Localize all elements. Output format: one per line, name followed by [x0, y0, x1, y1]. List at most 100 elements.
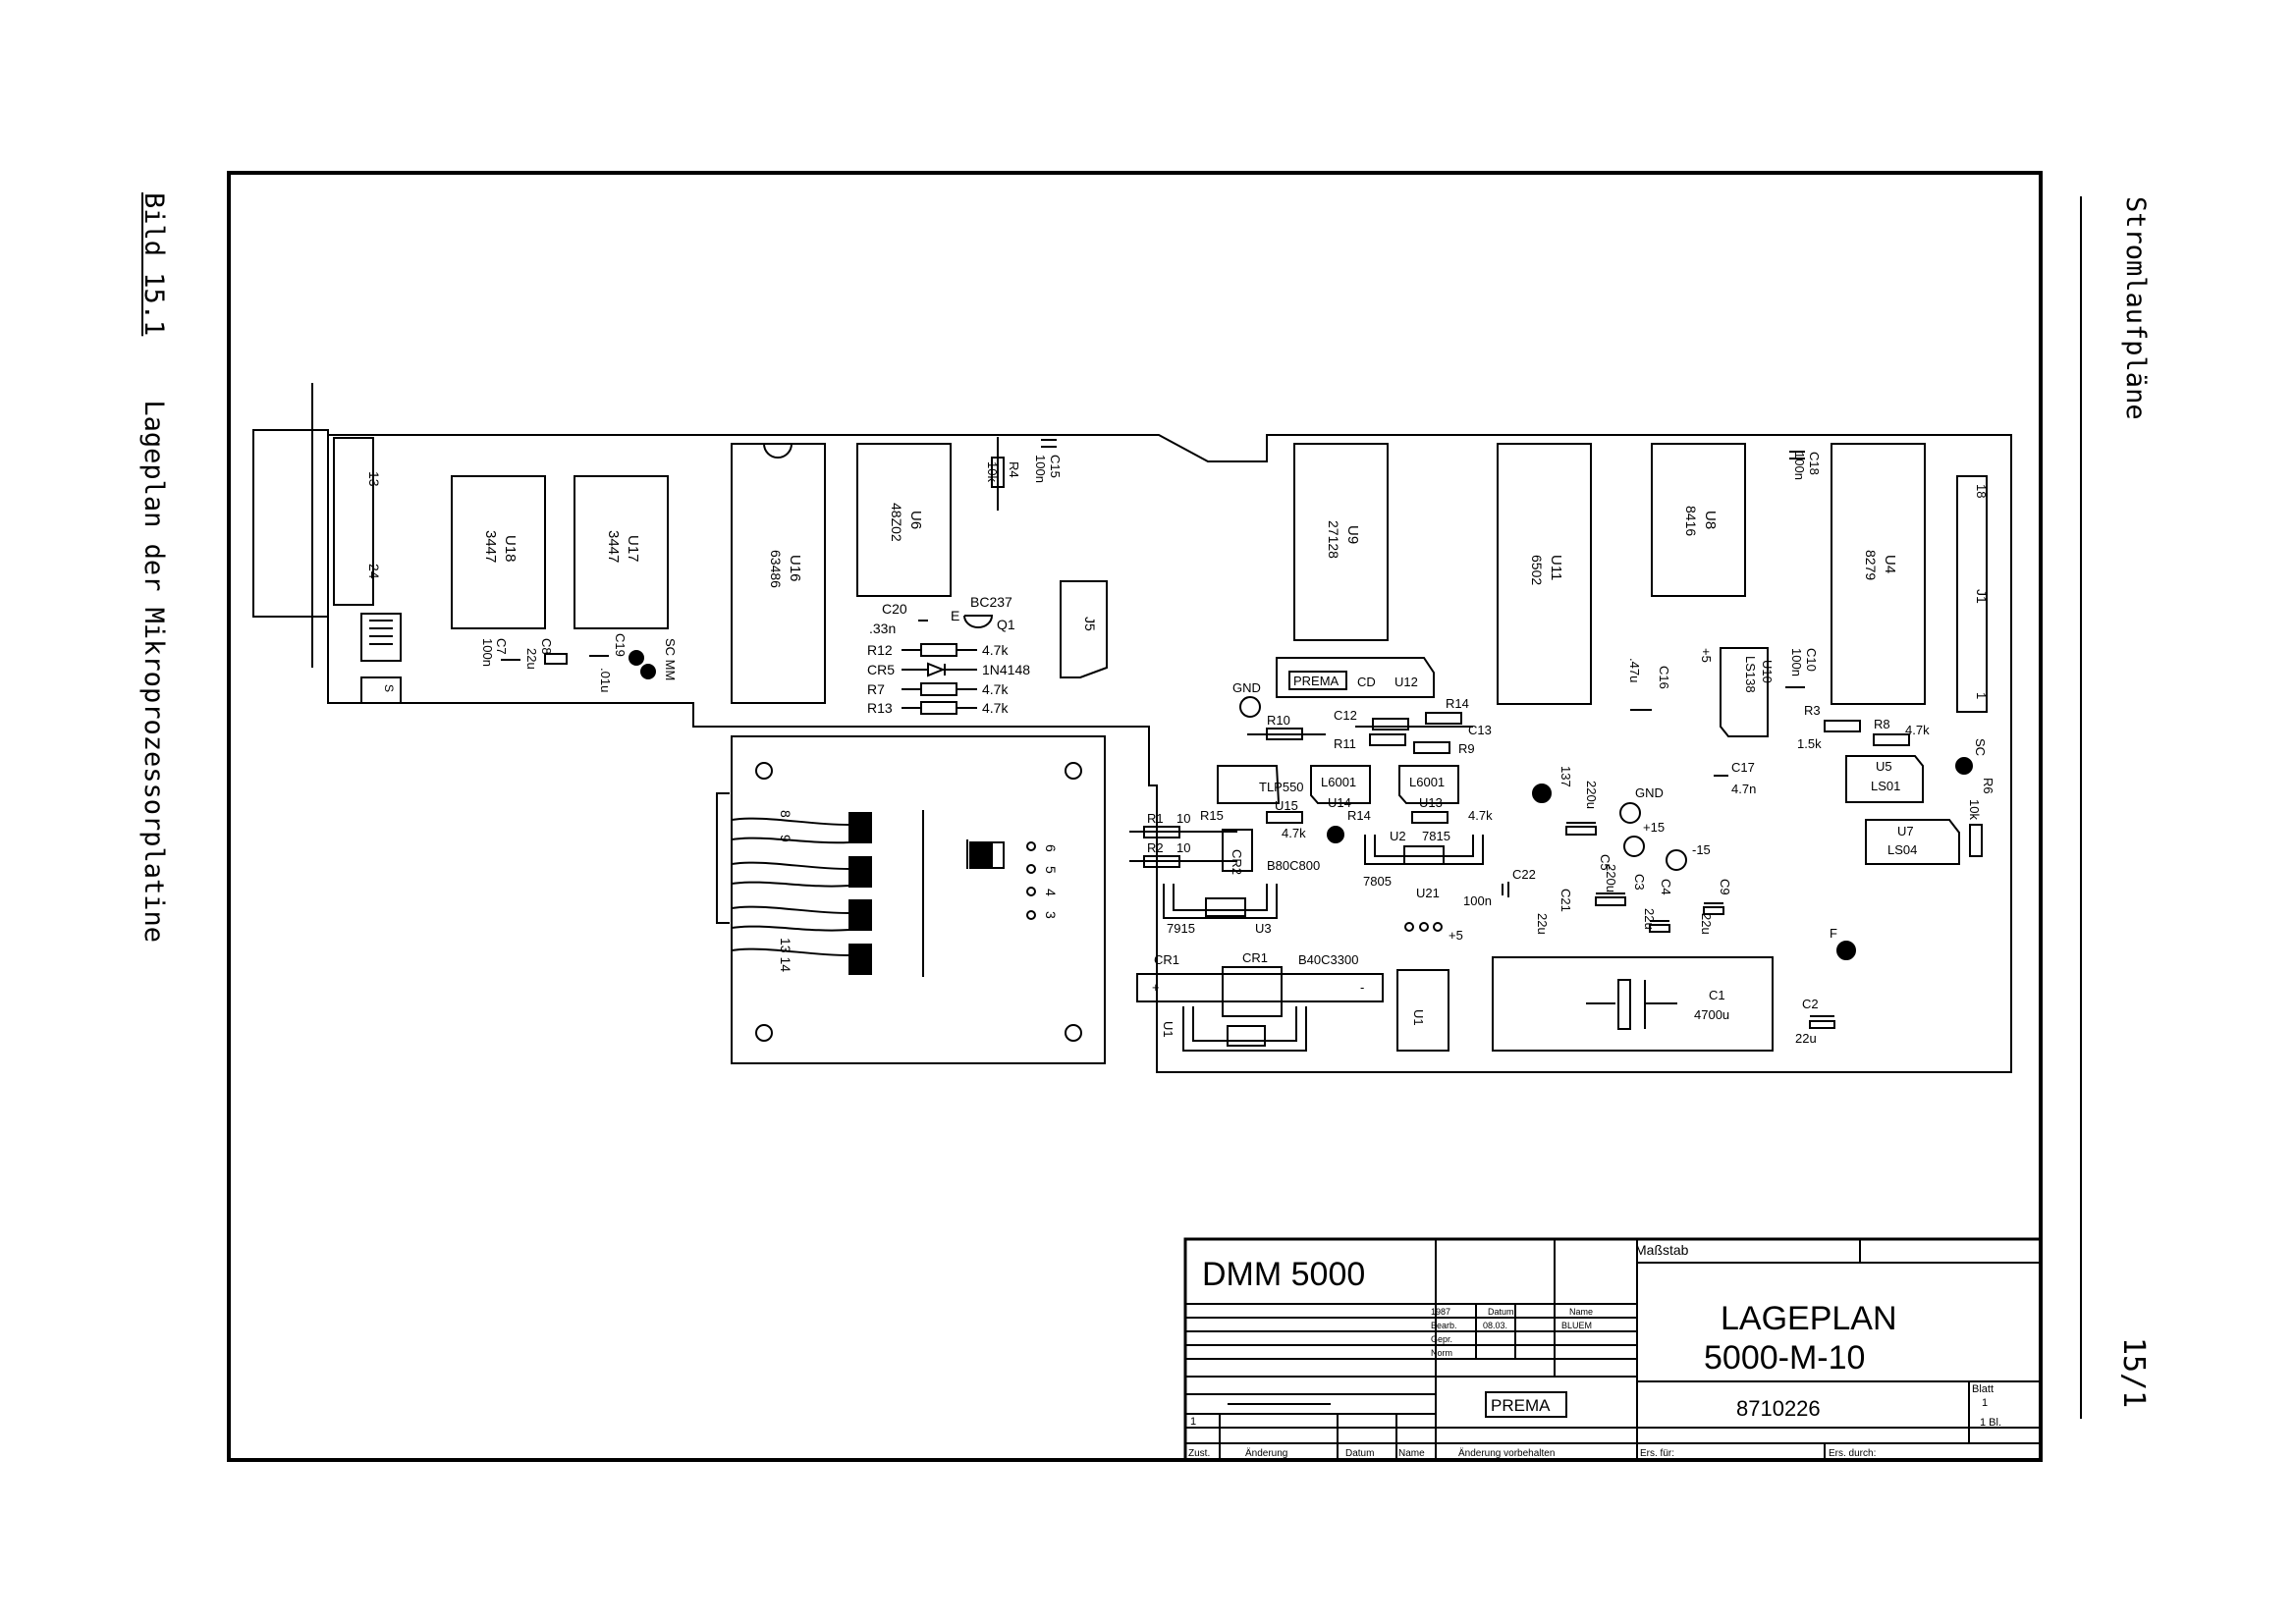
- r13-label: R13: [867, 700, 893, 716]
- drawing-frame: [227, 171, 2043, 1462]
- ic-u17-type: 3447: [605, 530, 622, 563]
- r10-label: R10: [1267, 713, 1290, 728]
- r6-label: R6: [1981, 778, 1995, 794]
- board-outline: [327, 434, 2012, 1073]
- c7-label: C7: [494, 638, 509, 655]
- r9-label: R9: [1458, 741, 1475, 756]
- c5-label: C5: [1598, 854, 1613, 871]
- cr1-block: [1222, 966, 1283, 1017]
- c8-value: 22u: [524, 648, 539, 670]
- c17-value: 4.7n: [1731, 782, 1756, 796]
- c3-label: C3: [1632, 874, 1647, 891]
- sc2-label: SC: [1973, 738, 1988, 756]
- elcap-c6: [1595, 892, 1626, 906]
- c20-value: .33n: [869, 621, 896, 636]
- ers-durch-label: Ers. durch:: [1829, 1448, 1876, 1459]
- minus15-label: -15: [1692, 842, 1711, 857]
- plus5b-label: +5: [1449, 928, 1463, 943]
- elcap-c9: [1703, 902, 1724, 915]
- u18-capacitors: C7 100n C8 22u C19 .01u SC MM: [480, 633, 678, 692]
- ic-u11: U11 6502: [1497, 443, 1592, 705]
- q1-resistor-group: C20 .33n E BC237 Q1 R12 4.7k CR5 1N4148 …: [867, 594, 1030, 716]
- power-area-labels: R1 10 R2 10 R15 4.7k R14 4.7k CR2 B80C80…: [1147, 766, 1837, 1046]
- r7-value: 4.7k: [982, 681, 1009, 697]
- bearb-date: 08.03.: [1483, 1321, 1507, 1330]
- c2-value: 22u: [1795, 1031, 1817, 1046]
- l6001b-label: L6001: [1409, 775, 1445, 789]
- sc-mm-pad-a: [629, 650, 644, 666]
- c15-value: 100n: [1033, 455, 1048, 483]
- product-name: DMM 5000: [1202, 1256, 1365, 1293]
- u5-ref: U5: [1876, 759, 1892, 774]
- ic-u17-ref: U17: [625, 535, 641, 563]
- plus15-label: +15: [1643, 820, 1665, 835]
- u14-outline: [1310, 765, 1371, 804]
- ic-u6-ref: U6: [907, 511, 924, 529]
- aenderung-label: Änderung: [1245, 1447, 1287, 1459]
- q1-body: [963, 615, 994, 628]
- sc2-pad: [1955, 757, 1973, 775]
- c15-label: C15: [1048, 455, 1063, 478]
- u12-labels: PREMA CD U12 GND R10 C12 R11 R14 C13 R9 …: [1232, 674, 1492, 813]
- ic-u11-type: 6502: [1529, 555, 1545, 585]
- u15-ref: U15: [1275, 798, 1298, 813]
- c18-label: C18: [1807, 452, 1822, 475]
- bearb-name: BLUEM: [1561, 1321, 1592, 1330]
- ic-u8-type: 8416: [1683, 506, 1699, 536]
- u2-ref: U2: [1390, 829, 1406, 843]
- company-name: PREMA: [1491, 1396, 1551, 1415]
- ic-u4-ref: U4: [1882, 555, 1898, 573]
- r15-value: 4.7k: [1282, 826, 1306, 840]
- transformer-labels: 6 5 4 3 8 9 13 14: [778, 810, 1059, 972]
- elcap-c2: [1809, 1015, 1835, 1029]
- c1-label: C1: [1709, 988, 1725, 1002]
- trafo-pin-5: 5: [1043, 866, 1059, 874]
- title-block: [1183, 1237, 2043, 1462]
- header-j1: 18 J1 1: [1956, 475, 1990, 713]
- u1-ref: U1: [1411, 1009, 1426, 1026]
- ers-fuer-label: Ers. für:: [1640, 1448, 1674, 1459]
- ic-u18-type: 3447: [482, 530, 499, 563]
- q1-ref: Q1: [997, 617, 1015, 632]
- gnd1-label: GND: [1232, 680, 1261, 695]
- l6001a-label: L6001: [1321, 775, 1356, 789]
- cr2-label: CR2: [1230, 849, 1244, 875]
- dsub-connector: 13 24 S: [252, 383, 402, 704]
- u10-outline: [1720, 647, 1769, 737]
- datum2-label: Datum: [1345, 1448, 1374, 1459]
- prema-mini-box: [1288, 671, 1347, 690]
- elcap-c22: [1502, 882, 1509, 897]
- name-header: Name: [1569, 1307, 1593, 1317]
- cr1-rectifier: [1136, 973, 1384, 1002]
- plus5b-pads: [1404, 922, 1443, 932]
- elcap-c5: [1565, 822, 1597, 836]
- f-pad: [1836, 941, 1856, 960]
- gnd2-pad: [1619, 802, 1641, 824]
- r12-label: R12: [867, 642, 893, 658]
- trafo-pin-13-14: 13 14: [778, 938, 793, 972]
- c15-r4-group: C15 100n R4 10k: [985, 455, 1063, 483]
- drawing-title: LAGEPLAN: [1721, 1300, 1897, 1337]
- ic-u9-type: 27128: [1326, 520, 1341, 559]
- trafo-pin-9: 9: [778, 835, 793, 842]
- r14a-body: [1425, 712, 1462, 725]
- c12-label: C12: [1334, 708, 1357, 723]
- u10-type: LS138: [1743, 656, 1758, 693]
- cr5-label: CR5: [867, 662, 895, 677]
- blatt-value: 1: [1982, 1397, 1988, 1409]
- c1-value: 4700u: [1694, 1007, 1729, 1022]
- c6-value: 220u: [1604, 864, 1618, 892]
- bearb-label: Bearb.: [1431, 1321, 1457, 1330]
- ic-u4-type: 8279: [1863, 550, 1879, 580]
- c21-label: C21: [1558, 889, 1573, 912]
- u7-ref: U7: [1897, 824, 1914, 838]
- r7-body: [902, 682, 977, 696]
- ic-u9-ref: U9: [1344, 525, 1361, 544]
- c22-label: C22: [1512, 867, 1536, 882]
- revision-number: 1: [1190, 1416, 1196, 1428]
- c10-value: 100n: [1789, 648, 1804, 676]
- c16-value: .47u: [1627, 658, 1642, 682]
- c7-value: 100n: [480, 638, 495, 667]
- datum-header: Datum: [1488, 1307, 1514, 1317]
